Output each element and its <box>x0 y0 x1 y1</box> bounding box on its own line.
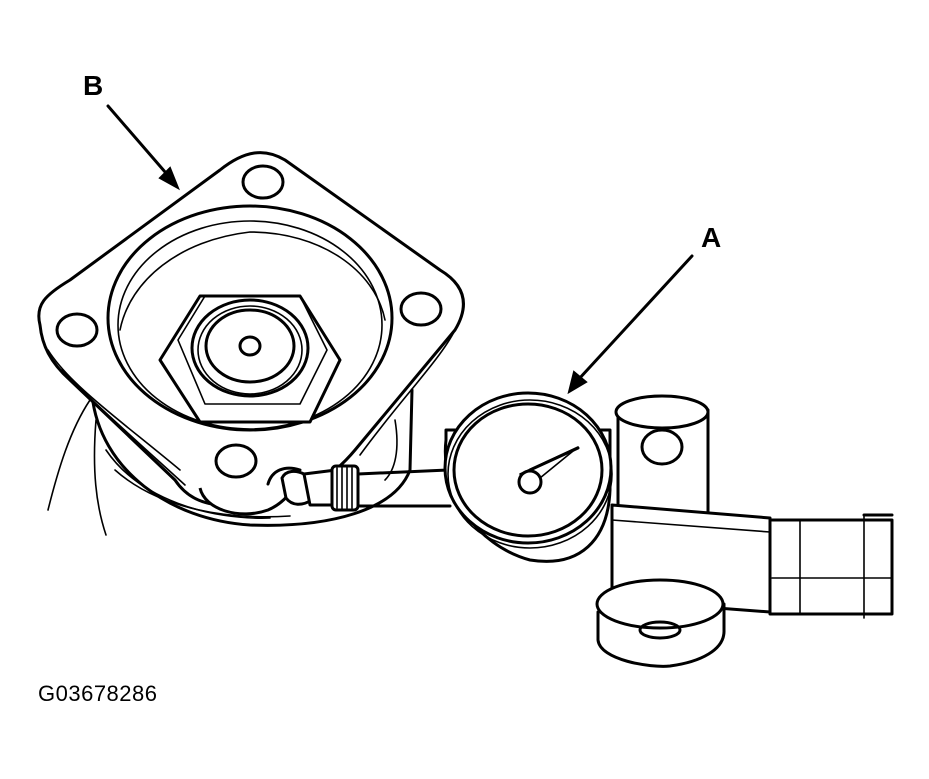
arrow-a <box>567 254 694 395</box>
callout-label-a: A <box>701 222 722 253</box>
hex-cap <box>158 294 342 424</box>
arrow-b <box>106 104 180 191</box>
callout-label-b: B <box>83 70 104 101</box>
tester-handle <box>595 394 894 668</box>
pressure-gauge <box>443 391 613 563</box>
figure-id: G03678286 <box>38 681 158 706</box>
housing-body <box>47 388 414 536</box>
gauge-fitting <box>198 464 452 516</box>
